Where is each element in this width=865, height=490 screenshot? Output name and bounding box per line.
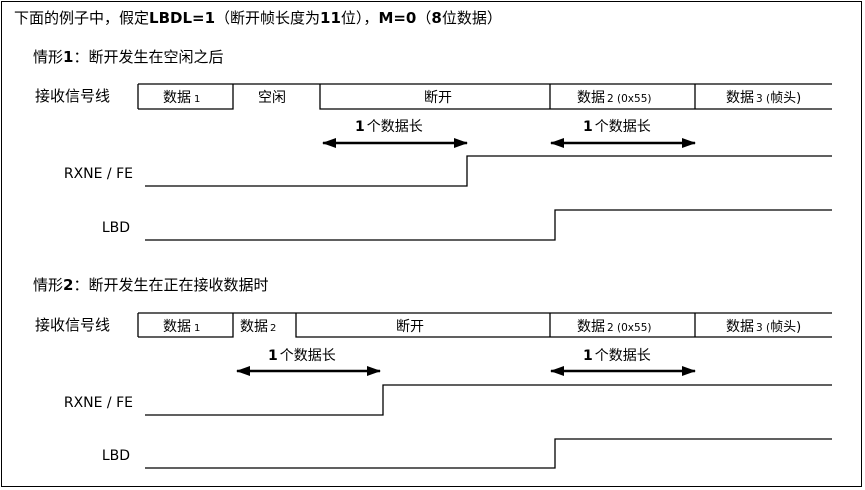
intro-part: （断开帧长度为 <box>215 9 321 27</box>
case-title-num: 2 <box>63 276 74 294</box>
length-text: 个数据长 <box>280 348 336 364</box>
case1-rxne-line <box>145 155 832 187</box>
data-label: 数据 <box>163 319 191 335</box>
intro-m: M=0 <box>378 9 417 27</box>
case1-rxne-label: RXNE / FE <box>64 166 133 182</box>
case1-lbd-label: LBD <box>102 220 130 236</box>
length-text: 个数据长 <box>595 119 651 135</box>
case-title-rest: ：断开发生在正在接收数据时 <box>73 276 269 294</box>
data-sub: 3 ( <box>756 93 770 105</box>
case2-rxne-line <box>145 384 832 416</box>
intro-lbdl: LBDL=1 <box>149 9 216 27</box>
data-sub: 1 <box>194 94 200 105</box>
case1-bus-label: 接收信号线 <box>35 87 110 105</box>
case1-break: 断开 <box>424 90 452 106</box>
data-sub: 3 ( <box>756 322 770 334</box>
length-num: 1 <box>355 119 365 135</box>
intro-part: （ <box>416 9 432 27</box>
data-label: 数据 <box>163 90 191 106</box>
case1-lbd-line <box>145 209 832 241</box>
intro-databits: 8 <box>431 9 442 27</box>
data-label: 数据 <box>577 319 605 335</box>
length-num: 1 <box>583 348 593 364</box>
intro-part: 位数据） <box>441 9 502 27</box>
case2-title: 情形2：断开发生在正在接收数据时 <box>33 278 268 293</box>
data-label: 数据 <box>726 90 754 106</box>
case2-bus-line <box>137 312 832 338</box>
case2-break: 断开 <box>396 319 424 335</box>
data-sub: 2 <box>270 323 276 334</box>
data-sub: 2 (0x55) <box>607 322 651 334</box>
data-sub: 1 <box>194 323 200 334</box>
case1-idle: 空闲 <box>258 90 286 106</box>
intro-text: 下面的例子中，假定LBDL=1（断开帧长度为11位），M=0（8位数据） <box>14 11 502 26</box>
data-sub: 2 (0x55) <box>607 93 651 105</box>
case-title-prefix: 情形 <box>33 276 64 294</box>
case-title-prefix: 情形 <box>33 48 64 66</box>
data-tail: 帧头) <box>770 91 801 106</box>
length-num: 1 <box>268 348 278 364</box>
data-label: 数据 <box>240 319 268 335</box>
length-num: 1 <box>583 119 593 135</box>
length-text: 个数据长 <box>595 348 651 364</box>
length-text: 个数据长 <box>367 119 423 135</box>
intro-part: 下面的例子中，假定 <box>14 9 150 27</box>
case2-rxne-label: RXNE / FE <box>64 395 133 411</box>
data-tail: 帧头) <box>770 320 801 335</box>
case2-lbd-label: LBD <box>102 448 130 464</box>
case1-bus-line <box>137 83 832 110</box>
case2-bus-label: 接收信号线 <box>35 316 110 334</box>
case-title-rest: ：断开发生在空闲之后 <box>73 48 224 66</box>
data-label: 数据 <box>577 90 605 106</box>
case-title-num: 1 <box>63 48 74 66</box>
intro-part: 位）， <box>340 9 379 27</box>
intro-bits: 11 <box>320 9 341 27</box>
data-label: 数据 <box>726 319 754 335</box>
case1-title: 情形1：断开发生在空闲之后 <box>33 50 223 65</box>
case2-lbd-line <box>145 438 832 469</box>
